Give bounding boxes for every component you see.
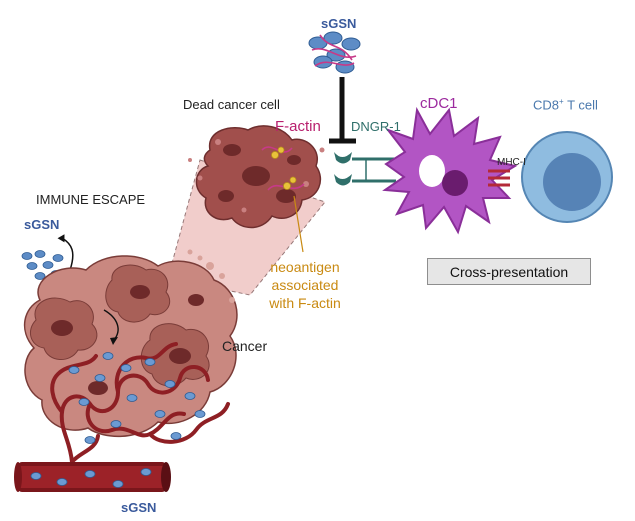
mhc1-label: MHC-I <box>497 157 526 168</box>
neoantigen-line-2: associated <box>271 277 339 293</box>
cdc1-label: cDC1 <box>420 95 458 112</box>
cd8-suffix-text: T cell <box>563 97 598 113</box>
sgsn-left-label: sGSN <box>24 217 60 232</box>
cd8-superscript: + <box>559 97 564 106</box>
capillary-network <box>50 342 230 464</box>
immune-escape-arrow <box>61 237 74 271</box>
neoantigen-line-3: with F-actin <box>269 295 341 311</box>
sgsn-top-cluster <box>308 31 361 74</box>
sgsn-bottom-label: sGSN <box>121 500 157 515</box>
dngr1-label: DNGR-1 <box>351 119 401 134</box>
cross-presentation-box: Cross-presentation <box>427 258 591 285</box>
cd8-text: CD8 <box>533 97 560 113</box>
mhc1-molecule <box>488 169 510 187</box>
cd8-t-cell-label: CD8+ T cell <box>533 97 598 113</box>
inhibition-line <box>329 77 356 144</box>
immune-escape-label: IMMUNE ESCAPE <box>36 192 146 207</box>
dead-cancer-cell-label: Dead cancer cell <box>183 97 280 112</box>
sgsn-top-label: sGSN <box>321 16 357 31</box>
sgsn-scattered-molecules <box>30 352 206 488</box>
cdc1-cell <box>382 106 518 235</box>
neoantigen-label: neoantigen associated with F-actin <box>255 258 355 312</box>
tumor-mass <box>23 249 238 438</box>
dngr1-receptor <box>334 152 396 186</box>
neoantigen-leader <box>293 195 304 253</box>
cancer-label: Cancer <box>222 338 268 354</box>
immune-escape-arrowhead <box>57 234 65 243</box>
neoantigen-line-1: neoantigen <box>270 259 340 275</box>
f-actin-label: F-actin <box>275 118 321 135</box>
cd8-t-cell <box>521 131 613 223</box>
dead-cancer-cell <box>188 125 325 229</box>
